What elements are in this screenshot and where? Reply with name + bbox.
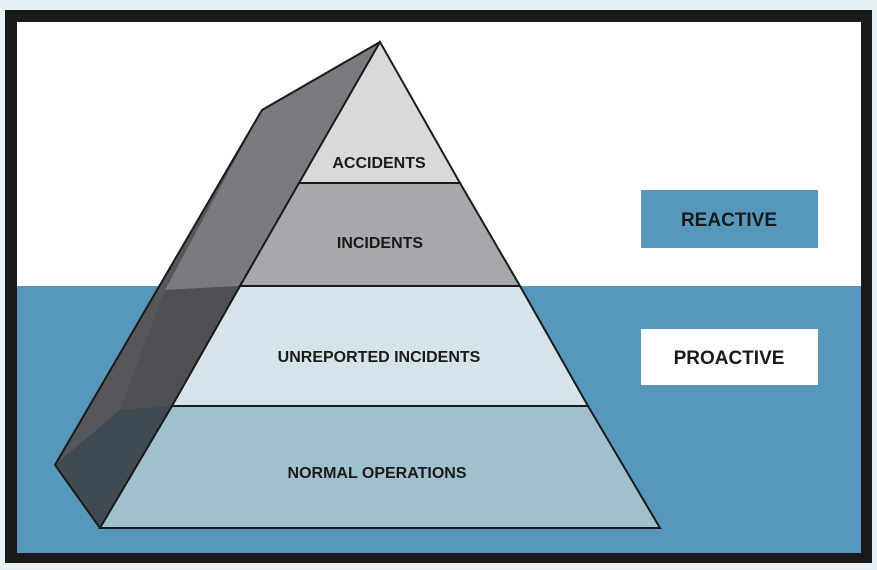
tier-unreported-incidents <box>170 285 590 407</box>
proactive-box <box>641 329 818 385</box>
label-accidents: ACCIDENTS <box>332 155 426 172</box>
label-incidents: INCIDENTS <box>337 235 424 252</box>
tier-normal-operations <box>98 405 662 529</box>
reactive-label: REACTIVE <box>681 210 777 231</box>
pyramid-side-face <box>53 41 381 529</box>
proactive-label: PROACTIVE <box>674 348 785 369</box>
label-unreported-incidents: UNREPORTED INCIDENTS <box>278 349 481 366</box>
reactive-box <box>641 190 818 248</box>
label-normal-operations: NORMAL OPERATIONS <box>288 465 467 482</box>
